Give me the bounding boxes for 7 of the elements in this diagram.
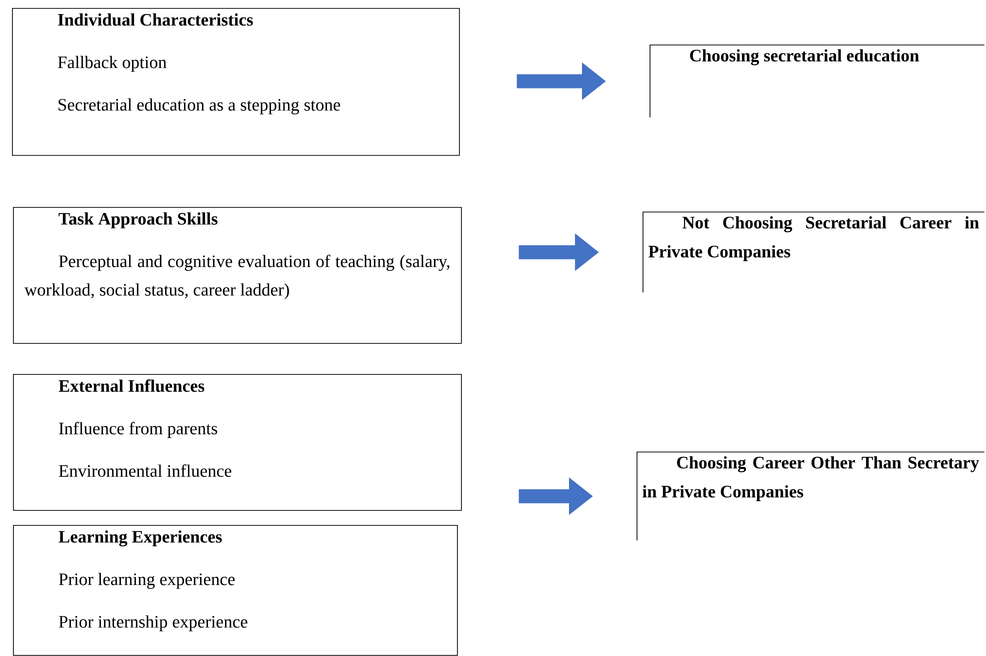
text-box: Individual Characteristics Fallback option Secretarial education as a stepping stone	[12, 8, 460, 156]
open-box: Choosing secretarial education	[650, 44, 985, 118]
text-box: External Influences Influence from parents Environmental influence	[13, 374, 462, 511]
open-box: Choosing Career Other Than Secretary in Private Companies	[636, 452, 985, 541]
open-box: Not Choosing Secretarial Career in Private Companies	[642, 212, 985, 293]
text-box: Task Approach Skills Perceptual and cognitive evaluation of teaching (salary, workload, social status, career ladder)	[13, 207, 462, 344]
text-box: Learning Experiences Prior learning experience Prior internship experience	[13, 525, 458, 656]
